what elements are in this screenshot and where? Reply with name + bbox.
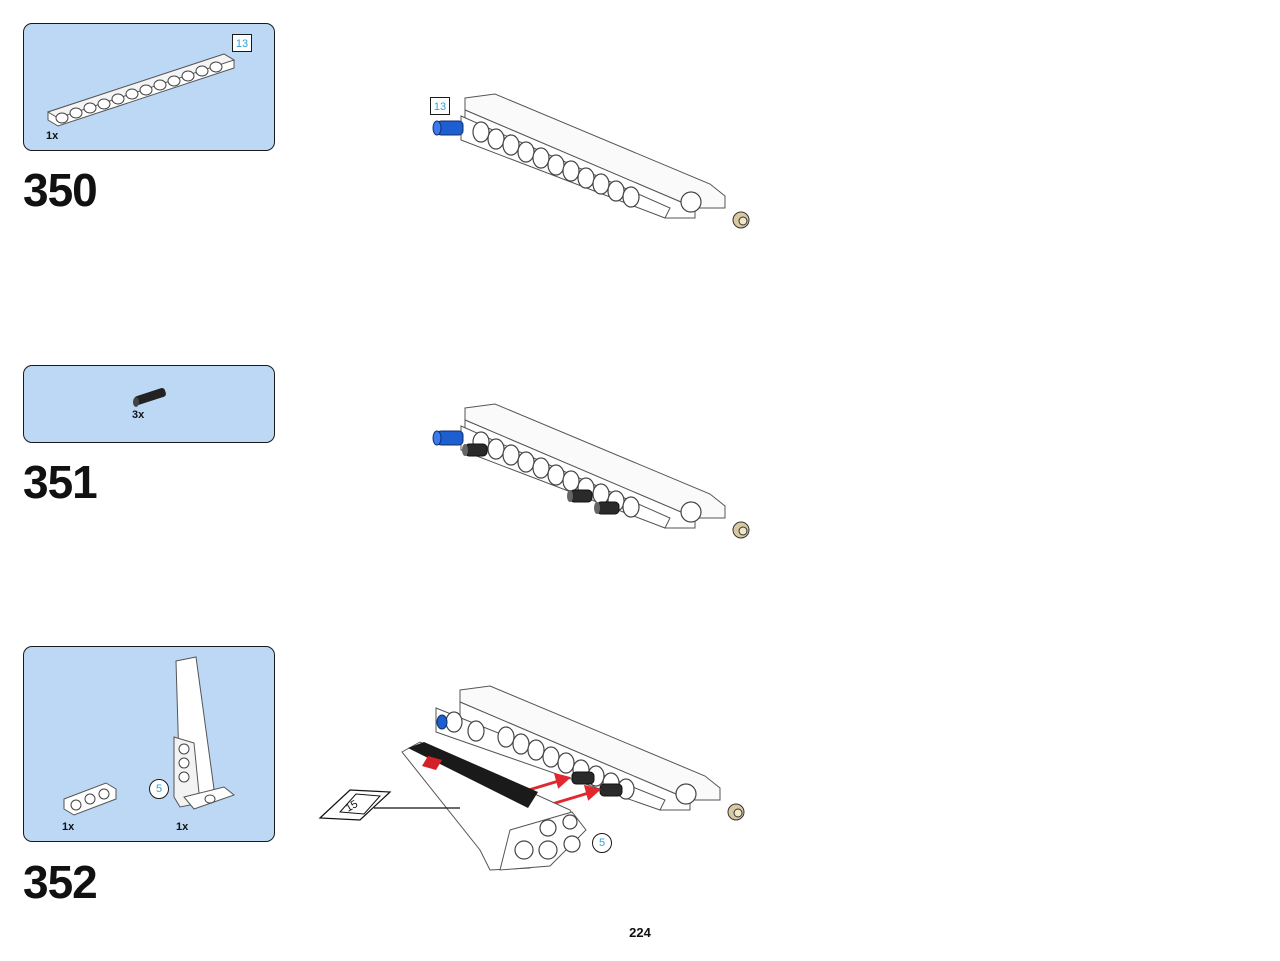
part-quantity: 1x [62,821,75,833]
step-352-parts [63,656,236,816]
step-350-assembly [432,93,750,229]
step-number-350: 350 [23,164,98,216]
page-number: 224 [629,925,651,940]
step-number-352: 352 [23,856,98,908]
step-352-assembly: TECHNIC 15 [318,685,745,871]
part-quantity: 3x [132,409,145,421]
white-beam-13-part [46,53,236,127]
sticker-number: 15 [344,798,361,815]
part-quantity: 1x [46,130,59,142]
model-length-badge: 13 [430,97,450,115]
step-number-351: 351 [23,456,98,508]
model-callout-badge: 5 [592,833,612,853]
beam-length-badge: 13 [232,34,252,52]
step-351-assembly [432,403,750,539]
part-quantity: 1x [176,821,189,833]
black-friction-pin-part [133,388,166,407]
parts-list-step-350: 13 1x [23,23,275,151]
parts-list-step-352: 5 1x 1x [23,646,275,842]
panel-callout-badge: 5 [149,779,169,799]
parts-list-step-351: 3x [23,365,275,443]
